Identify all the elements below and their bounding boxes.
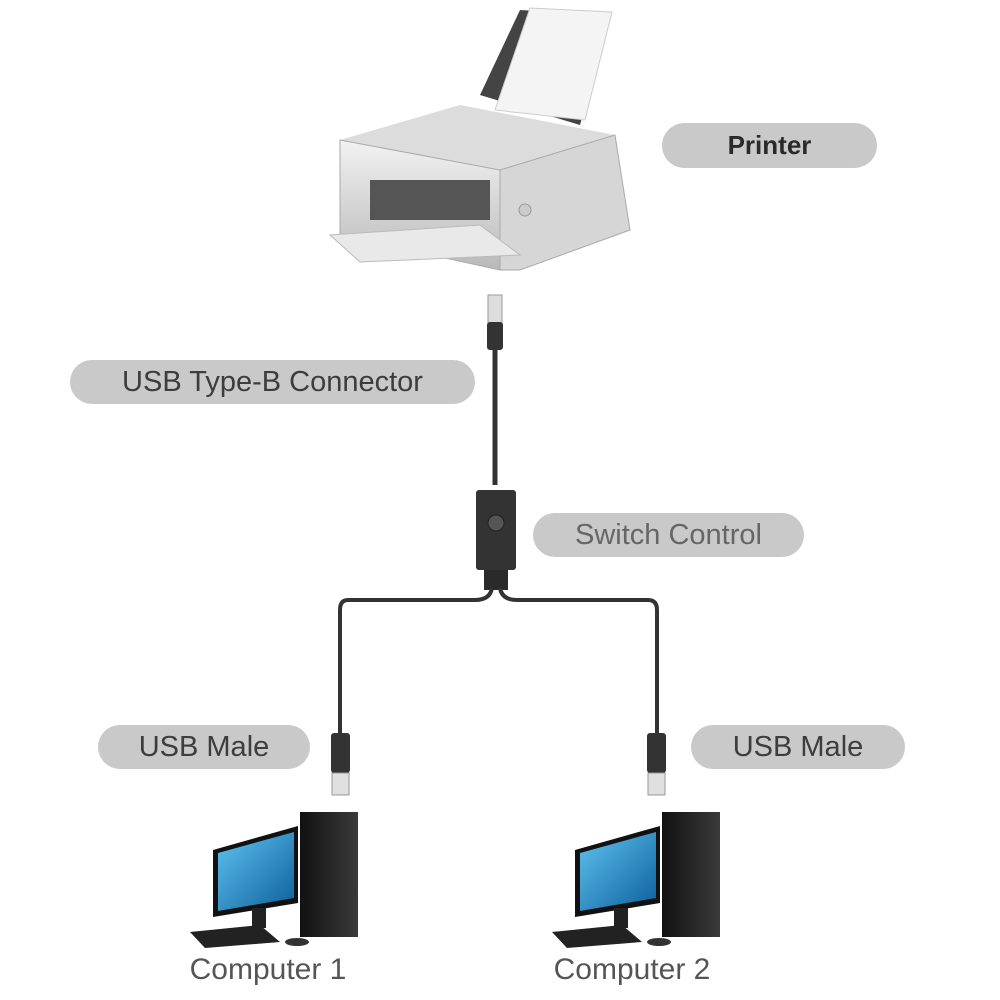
computer-1-icon <box>190 812 358 948</box>
printer-icon <box>328 7 631 271</box>
printer-label: Printer <box>662 123 877 168</box>
switch-control-box <box>476 490 516 590</box>
usb-male-left-label: USB Male <box>98 725 310 769</box>
computer-2-icon <box>552 812 720 948</box>
usb-male-connector-right <box>647 733 666 796</box>
switch-control-label: Switch Control <box>533 513 804 557</box>
usb-male-right-label: USB Male <box>691 725 905 769</box>
usb-male-connector-left <box>331 733 350 796</box>
computer-1-caption: Computer 1 <box>189 953 347 986</box>
usb-type-b-label: USB Type-B Connector <box>70 360 475 404</box>
usb-type-b-cable <box>487 294 503 485</box>
computer-2-caption: Computer 2 <box>553 953 711 986</box>
split-cables <box>338 587 659 735</box>
